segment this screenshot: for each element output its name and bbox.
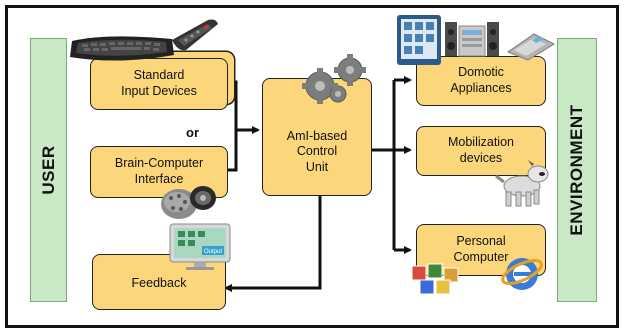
control-unit-box: AmI-based Control Unit xyxy=(262,78,372,196)
feedback-label: Feedback xyxy=(131,276,187,291)
keyboard-icon xyxy=(70,36,174,61)
control-label-line2: Control xyxy=(296,144,338,159)
monitor-icon: Output xyxy=(169,223,231,270)
bci-label-line2: Interface xyxy=(134,172,184,186)
pc-label-line2: Computer xyxy=(453,250,509,264)
or-label: or xyxy=(186,125,199,140)
wire-bci-to-control xyxy=(228,130,238,172)
bci-label-line1: Brain-Computer xyxy=(114,156,204,171)
monitor-screen-text: Output xyxy=(204,249,222,255)
stereo-icon xyxy=(445,22,499,57)
mobilization-label-line1: Mobilization xyxy=(447,135,514,150)
user-sidebar: USER xyxy=(30,38,67,302)
pc-label-line1: Personal xyxy=(456,234,506,249)
tablet-screen-icon xyxy=(397,15,441,65)
telephone-icon xyxy=(506,33,556,61)
domotic-label-line2: Appliances xyxy=(450,81,512,95)
standard-input-label-line1: Standard xyxy=(133,68,185,83)
remote-control-icon xyxy=(172,19,218,51)
eeg-cap-icon xyxy=(161,186,216,219)
browser-icon xyxy=(501,258,543,290)
wire-standard-to-control xyxy=(228,80,260,134)
standard-input-devices-box: Standard Input Devices xyxy=(90,58,228,110)
gears-icon xyxy=(302,54,366,104)
mobilization-devices-box: Mobilization devices xyxy=(416,126,546,176)
control-label-line3: Unit xyxy=(305,159,329,174)
robot-dog-icon xyxy=(495,160,549,207)
environment-sidebar: ENVIRONMENT xyxy=(557,38,597,302)
domotic-label-line1: Domotic xyxy=(458,65,504,80)
wire-control-to-feedback xyxy=(224,196,322,292)
control-label-line1: AmI-based xyxy=(286,128,348,143)
office-apps-icon xyxy=(411,263,459,295)
mobilization-label-line2: devices xyxy=(459,151,503,165)
standard-input-label-line2: Input Devices xyxy=(121,84,197,98)
